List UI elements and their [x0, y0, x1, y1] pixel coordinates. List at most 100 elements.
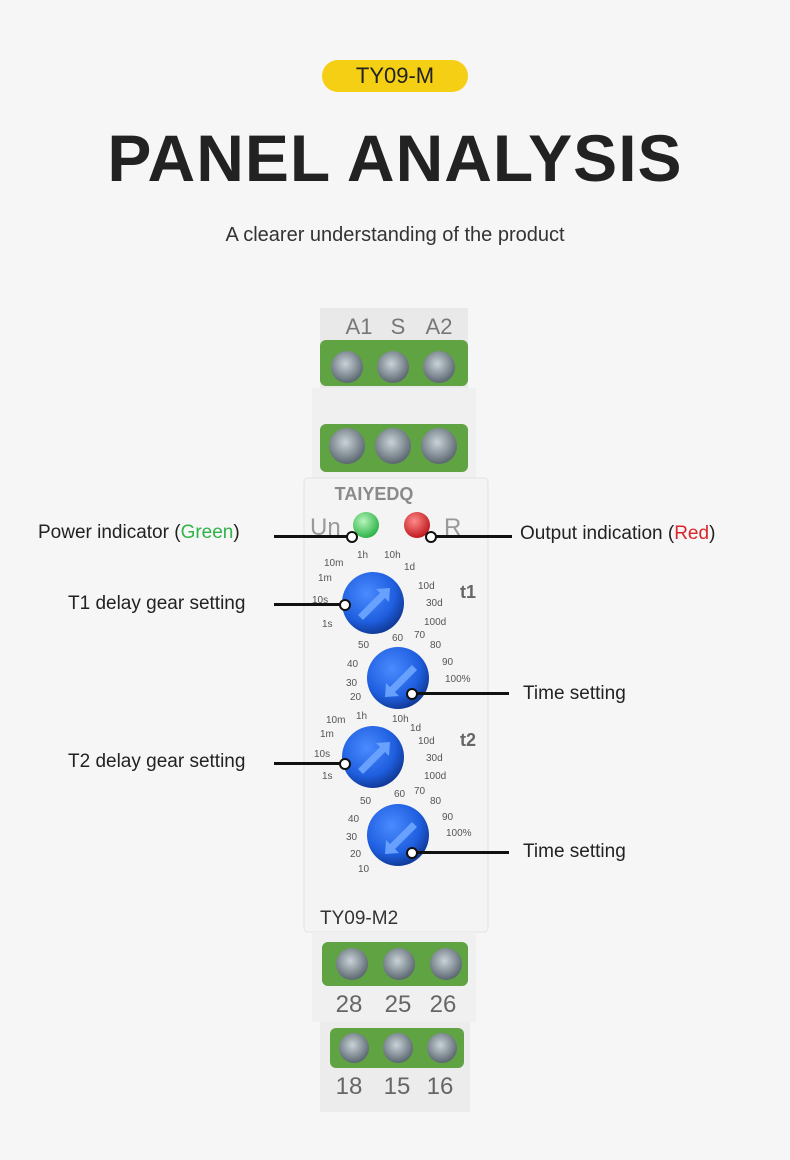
- scale-label: 10d: [418, 581, 435, 592]
- scale-label: 60: [392, 633, 404, 644]
- bottom-terminal-block: 28 25 26 18 15 16: [312, 932, 476, 1112]
- scale-label: 60: [394, 789, 406, 800]
- scale-label: 50: [360, 796, 372, 807]
- terminal-label-28: 28: [336, 991, 363, 1018]
- terminal-label-16: 16: [427, 1073, 454, 1100]
- callout-text: Power indicator (: [38, 522, 181, 543]
- screw: [421, 428, 457, 464]
- scale-label: 10h: [392, 714, 409, 725]
- scale-label: 1d: [404, 562, 415, 573]
- terminal-label-18: 18: [336, 1073, 363, 1100]
- terminal-label-25: 25: [385, 991, 412, 1018]
- callout-line: [436, 535, 512, 538]
- t1-label: t1: [460, 582, 476, 602]
- scale-label: 100d: [424, 617, 446, 628]
- callout-line: [274, 762, 341, 765]
- callout-dot: [406, 688, 418, 700]
- callout-dot: [406, 847, 418, 859]
- screw: [383, 1033, 413, 1063]
- scale-label: 40: [348, 814, 360, 825]
- callout-dot: [339, 599, 351, 611]
- knob-arrow-icon: [358, 588, 390, 620]
- model-badge: TY09-M: [322, 60, 468, 92]
- red-color-text: Red: [674, 523, 710, 544]
- terminal-label-a1: A1: [346, 314, 373, 339]
- callout-line: [274, 603, 341, 606]
- t1-range-scale: 1s 10s 1m 10m 1h 10h 1d 10d 30d 100d: [312, 550, 446, 630]
- brand-label: TAIYEDQ: [335, 484, 414, 504]
- callout-line: [417, 851, 509, 854]
- output-led: [404, 512, 430, 538]
- t1-time-knob[interactable]: [367, 647, 429, 709]
- power-led: [353, 512, 379, 538]
- time-setting-callout-1: Time setting: [523, 683, 626, 704]
- knob-arrow-icon: [385, 822, 417, 854]
- scale-label: 10m: [324, 558, 343, 569]
- knob-arrow-icon: [385, 665, 417, 697]
- page-subtitle: A clearer understanding of the product: [225, 224, 565, 246]
- scale-label: 90: [442, 657, 454, 668]
- power-indicator-callout: Power indicator (Green): [38, 522, 240, 544]
- scale-label: 80: [430, 796, 442, 807]
- screw: [339, 1033, 369, 1063]
- screw: [430, 948, 462, 980]
- scale-label: 100%: [446, 828, 472, 839]
- time-setting-callout-2: Time setting: [523, 841, 626, 862]
- scale-label: 30: [346, 832, 358, 843]
- scale-label: 90: [442, 812, 454, 823]
- top-terminal-block: A1 S A2: [312, 308, 476, 478]
- t2-label: t2: [460, 730, 476, 750]
- t2-gear-callout: T2 delay gear setting: [68, 751, 246, 772]
- model-label: TY09-M2: [320, 908, 398, 929]
- page-title: PANEL ANALYSIS: [107, 121, 683, 195]
- scale-label: 30d: [426, 753, 443, 764]
- scale-label: 40: [347, 659, 359, 670]
- scale-label: 80: [430, 640, 442, 651]
- terminal-label-s: S: [391, 314, 406, 339]
- t2-time-knob[interactable]: [367, 804, 429, 866]
- callout-line: [417, 692, 509, 695]
- scale-label: 20: [350, 849, 362, 860]
- callout-dot: [339, 758, 351, 770]
- led-label-r: R: [444, 514, 461, 541]
- scale-label: 1h: [357, 550, 368, 561]
- scale-label: 20: [350, 692, 362, 703]
- callout-text: Output indication (: [520, 523, 675, 544]
- callout-text: ): [709, 523, 716, 544]
- screw: [331, 351, 363, 383]
- scale-label: 10s: [314, 749, 330, 760]
- scale-label: 30: [346, 678, 358, 689]
- t1-gear-callout: T1 delay gear setting: [68, 593, 246, 614]
- scale-label: 1m: [318, 573, 332, 584]
- screw: [375, 428, 411, 464]
- scale-label: 1h: [356, 711, 367, 722]
- terminal-label-15: 15: [384, 1073, 411, 1100]
- callout-line: [274, 535, 348, 538]
- t1-percent-scale: 20 30 40 50 60 70 80 90 100%: [346, 630, 471, 703]
- screw: [329, 428, 365, 464]
- green-color-text: Green: [180, 522, 234, 543]
- screw: [377, 351, 409, 383]
- scale-label: 100%: [445, 674, 471, 685]
- scale-label: 1s: [322, 771, 333, 782]
- screw: [423, 351, 455, 383]
- scale-label: 10s: [312, 595, 328, 606]
- screw: [383, 948, 415, 980]
- scale-label: 70: [414, 630, 426, 641]
- output-indication-callout: Output indication (Red): [520, 523, 715, 545]
- scale-label: 50: [358, 640, 370, 651]
- scale-label: 1d: [410, 723, 421, 734]
- scale-label: 10: [358, 864, 370, 875]
- screw: [427, 1033, 457, 1063]
- scale-label: 100d: [424, 771, 446, 782]
- scale-label: 1s: [322, 619, 333, 630]
- t2-range-scale: 1s 10s 1m 10m 1h 10h 1d 10d 30d 100d: [314, 711, 446, 782]
- knob-arrow-icon: [358, 742, 390, 774]
- terminal-label-a2: A2: [426, 314, 453, 339]
- callout-dot: [346, 531, 358, 543]
- scale-label: 1m: [320, 729, 334, 740]
- callout-text: ): [233, 522, 240, 543]
- scale-label: 30d: [426, 598, 443, 609]
- screw: [336, 948, 368, 980]
